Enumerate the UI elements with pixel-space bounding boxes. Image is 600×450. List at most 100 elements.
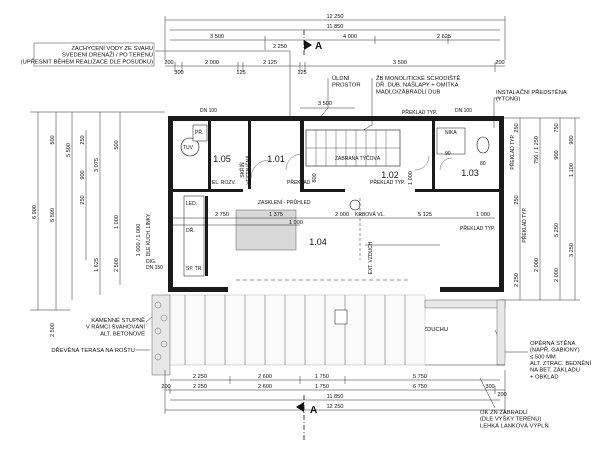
text-line: + OBKLAD [530,374,559,380]
dim-int-1: 1 375 [269,212,283,218]
label-krbova: KRBOVÁ VL. [355,211,385,218]
dim-right-a0: 250 [514,123,520,132]
label-preklad-typ-side: PŘEKLAD TYP. [508,134,516,169]
dim-right-b1: 900 [554,150,560,159]
text-line: VESTAVĚNÁ [244,155,252,185]
dim-right-b4: 2 000 [554,268,560,282]
dim-top-r4-1: 300 [174,70,183,76]
dim-top-r3-2: 2 625 [437,34,451,40]
stone-steps [151,294,171,376]
label-tuv: TUV [183,145,194,151]
dim-right-b3: 5 250 [554,223,560,237]
interior [173,124,495,281]
text-line: DIG. [146,259,156,265]
dim-right-a4: 3 250 [569,243,575,257]
room-1-04: 1.04 [309,237,327,247]
dim-bot-r1-1: 2 600 [258,374,272,380]
text-line: ÚLDNÍ [332,75,350,82]
dim-bot-total-b: 12 250 [326,404,343,410]
dim-top-r4-5: 125 [297,70,306,76]
staircase [305,129,401,167]
note-zachyceni [33,42,291,118]
vent-symbol [334,309,348,325]
dim-right-a5: 2 000 [534,258,540,272]
dim-left-c1: 1 000 [114,215,120,229]
text-line: (NAPŘ. GABIONY) [530,346,580,354]
dim-top-r4-4: 2 125 [263,60,277,66]
note-instalacni-block: INSTALAČNÍ PŘEDSTĚNA(YTONG) [496,88,567,103]
dim-left-b2: 250 [80,135,86,144]
label-preklad-a: PŘEKLAD [287,178,311,186]
section-label-top: A [315,41,322,52]
dim-left-a2: 1 625 [94,258,100,272]
dim-left-b4: 250 [80,195,86,204]
dim-top-total-a: 12 250 [326,14,343,20]
dim-left-b1: 5 500 [50,208,56,222]
text-line: ŽB MONOLITICKÉ SCHODIŠTĚ [376,74,461,82]
dim-bot-r2-1: 2 250 [193,384,207,390]
label-nika: NIKA [445,130,457,136]
dim-top-mid: 3 500 [318,101,332,107]
dim-left-outer: 6 900 [32,205,38,219]
dim-right-b0: 750 [554,123,560,132]
label-wc-80: 80 [480,161,486,167]
dim-right-a2: 900 [569,135,575,144]
text-line: V RÁMCI SVAHOVÁNÍ [86,324,146,331]
dim-top-r4-7: 200 [495,60,504,66]
dim-top-r4-3: 125 [236,70,245,76]
dim-right-a6: 2 250 [514,273,520,287]
dim-top-r4-2: 2 000 [205,60,219,66]
dim-bot-r2-4: 6 750 [413,384,427,390]
dim-bot-r2-3: 1 750 [315,384,329,390]
note-ok-block: OK ZN ZÁBRADLÍ(DLE VÝŠKY TERÉNU)LEHKÁ LA… [480,409,549,429]
text-line: SKŘÍŇ [238,162,246,178]
dim-left-b3: 900 [80,170,86,179]
dim-left-c2: 2 500 [114,258,120,272]
section-label-bottom: A [310,405,317,416]
dim-top-r4-6: 3 500 [393,60,407,66]
dim-right-a1: 750 / 1 250 [534,136,540,164]
dim-bot-r2-6: 200 [497,392,506,398]
dim-bot-r2-0: 200 [161,384,170,390]
room-1-03: 1.03 [461,168,479,178]
label-nika-dim: 90 [445,151,451,157]
toilet-symbol [476,136,490,154]
dim-int-2: 1 000 [289,220,303,226]
dim-top-r4-0: 200 [164,60,173,66]
label-dn100-left: DN 100 [200,108,217,114]
text-line: SVEDENÍ DRENÁŽÍ / PO TERÉNU [62,51,153,59]
label-preklad-b: PŘEKLAD TYP. [370,178,405,186]
dim-int-4: 5 125 [418,212,432,218]
label-sp-tr: SP. TR. [186,266,203,272]
bottom-dimensions: 2 250 2 600 1 750 5 750 200 2 250 2 600 … [161,370,507,414]
dim-int-3: 2 000 [335,212,349,218]
label-el-rozv: EL. ROZV. [212,180,236,186]
label-ext-vzduch: EXT. VZDUCH [368,241,374,274]
label-pr: PŘ. [195,128,203,136]
note-terasa-block: DŘEVĚNÁ TERASA NA ROŠTU [51,346,135,354]
dim-bot-r1-0: 2 250 [193,374,207,380]
dim-lintel-0: 800 [312,173,318,182]
terrace [164,294,426,366]
dim-top-r3-0: 3 500 [210,34,224,40]
dim-top-r3-3: 2 250 [273,44,287,50]
label-skrin: SKŘÍŇVESTAVĚNÁ [238,155,252,185]
dim-left-b0: 500 [50,135,56,144]
label-led: LED. [186,201,197,207]
text-line: OPĚRNÁ STĚNA [530,339,576,347]
text-line: INSTALAČNÍ PŘEDSTĚNA [496,88,567,96]
dim-int-5: 1 000 [476,212,490,218]
room-1-05: 1.05 [213,154,231,164]
text-line: ≤ 500 MM [530,354,556,360]
dim-left-b6: 2 500 [50,323,56,337]
dim-bot-r1-2: 1 750 [315,374,329,380]
text-line: PROSTOR [332,83,361,89]
text-line: MADLO/ZÁBRADLÍ DUB [376,88,441,95]
left-dimensions: 6 900 5 500 3 075 1 625 500 5 500 2 500 … [30,111,165,337]
section-mark-top: A [303,30,322,55]
